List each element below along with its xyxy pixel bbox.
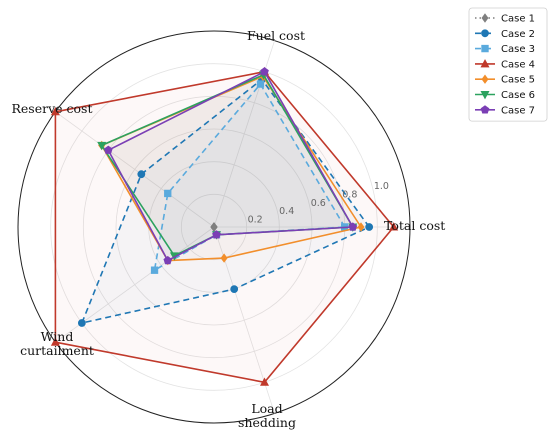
data-point bbox=[256, 80, 265, 88]
data-point bbox=[260, 67, 269, 76]
axis-label-fuel-cost: Fuel cost bbox=[247, 28, 305, 43]
legend-entry: Case 5 bbox=[475, 74, 535, 86]
radial-tick-label: 0.2 bbox=[248, 215, 263, 226]
data-point bbox=[348, 222, 358, 231]
legend-label: Case 7 bbox=[501, 105, 535, 116]
data-point bbox=[137, 170, 146, 179]
radial-tick-label: 0.8 bbox=[342, 189, 357, 200]
data-point bbox=[230, 285, 239, 294]
data-point bbox=[97, 141, 107, 151]
legend: Case 1 Case 2 Case 3 Case 4 Case 5 Case 6 Case… bbox=[468, 7, 548, 122]
axis-label-line: shedding bbox=[238, 415, 296, 430]
legend-entry: Case 2 bbox=[475, 29, 535, 40]
legend-marker bbox=[481, 29, 489, 38]
axis-label-line: Total cost bbox=[384, 218, 445, 233]
legend-entry: Case 1 bbox=[475, 13, 535, 25]
series-line bbox=[107, 70, 354, 262]
axis-label-line: Fuel cost bbox=[247, 28, 305, 43]
series-case-4 bbox=[50, 66, 399, 386]
legend-marker bbox=[480, 59, 490, 68]
data-point bbox=[365, 223, 374, 231]
series-case-7 bbox=[103, 67, 358, 265]
legend-entry: Case 6 bbox=[475, 90, 535, 101]
legend-marker bbox=[480, 91, 490, 100]
legend-label: Case 4 bbox=[501, 59, 535, 70]
data-point bbox=[50, 106, 60, 116]
legend-label: Case 3 bbox=[501, 44, 535, 55]
data-point bbox=[77, 319, 86, 327]
legend-entry: Case 4 bbox=[475, 59, 535, 70]
legend-marker bbox=[481, 44, 489, 53]
data-point bbox=[220, 253, 228, 263]
legend-marker bbox=[480, 105, 490, 114]
radial-tick-label: 0.4 bbox=[279, 206, 294, 217]
series-case-3 bbox=[150, 80, 349, 274]
legend-marker bbox=[481, 74, 489, 84]
data-point bbox=[164, 189, 172, 198]
legend-label: Case 2 bbox=[501, 29, 535, 40]
legend-label: Case 1 bbox=[501, 14, 535, 25]
legend-entry: Case 3 bbox=[475, 44, 535, 55]
radial-tick-label: 0.6 bbox=[311, 198, 326, 209]
axis-label-line: curtailment bbox=[20, 343, 94, 358]
axis-label-reserve-cost: Reserve cost bbox=[12, 101, 93, 116]
data-point bbox=[357, 222, 365, 232]
data-point bbox=[163, 256, 173, 265]
data-point bbox=[50, 337, 60, 346]
legend-entry: Case 7 bbox=[475, 105, 535, 116]
grid-spoke bbox=[55, 111, 215, 228]
legend-label: Case 6 bbox=[501, 90, 535, 101]
legend-marker bbox=[481, 13, 489, 23]
data-point bbox=[150, 266, 159, 274]
data-point bbox=[389, 222, 399, 231]
axis-label-total-cost: Total cost bbox=[384, 218, 445, 233]
legend-label: Case 5 bbox=[501, 75, 535, 86]
data-point bbox=[103, 145, 113, 154]
axis-label-line: Reserve cost bbox=[12, 101, 93, 116]
axis-label-line: Wind bbox=[41, 329, 74, 344]
data-point bbox=[259, 377, 270, 386]
axis-label-line: Load bbox=[251, 401, 282, 416]
data-point bbox=[212, 230, 221, 239]
series-line bbox=[54, 70, 395, 384]
radial-tick-label: 1.0 bbox=[374, 181, 389, 192]
series-group bbox=[50, 66, 399, 386]
